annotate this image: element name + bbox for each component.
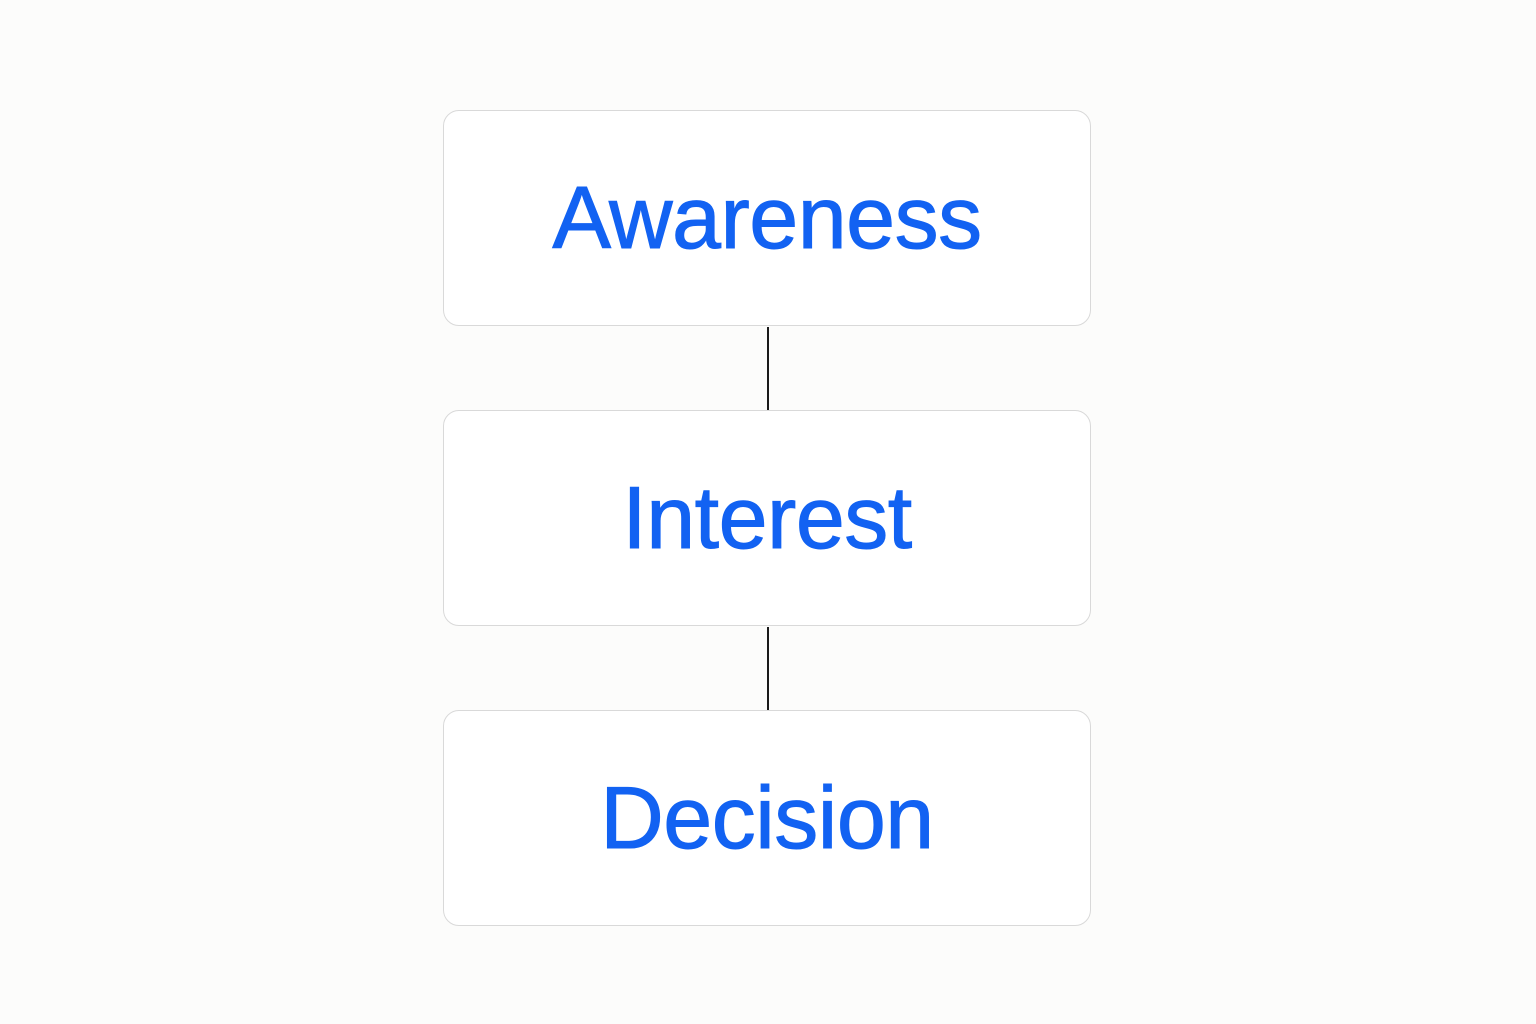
stage-label-awareness: Awareness (552, 168, 983, 267)
connector-line (767, 327, 769, 410)
stage-box-interest: Interest (443, 410, 1091, 626)
stage-box-awareness: Awareness (443, 110, 1091, 326)
stage-label-decision: Decision (600, 768, 935, 867)
stage-box-decision: Decision (443, 710, 1091, 926)
connector-line (767, 627, 769, 710)
stage-label-interest: Interest (622, 468, 913, 567)
